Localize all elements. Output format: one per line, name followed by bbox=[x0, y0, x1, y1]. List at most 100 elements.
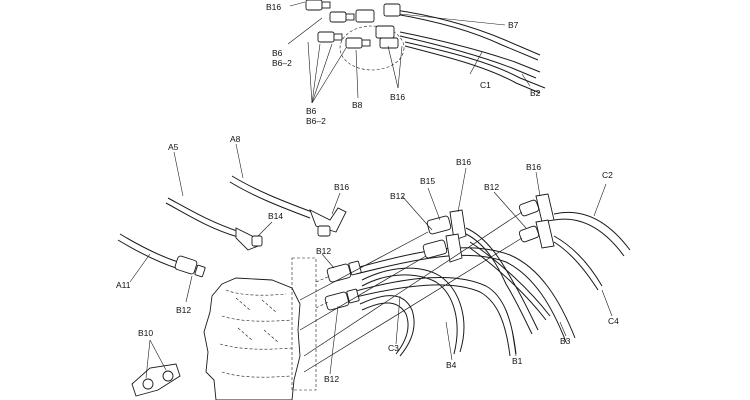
fitting-6 bbox=[375, 25, 395, 39]
leader-b12-c bbox=[185, 275, 193, 303]
leader-b6-b4 bbox=[311, 47, 347, 104]
label-b14: B14 bbox=[268, 211, 283, 221]
top-dashed-outline bbox=[339, 25, 405, 71]
leader-a5 bbox=[173, 151, 184, 197]
valve-dash-2 bbox=[221, 315, 293, 322]
label-c3: C3 bbox=[388, 343, 399, 353]
hose-b7-lower bbox=[394, 13, 539, 61]
hose-b2-upper bbox=[404, 41, 546, 89]
elbow-b15-body bbox=[426, 215, 452, 235]
fitting-b12-lower bbox=[324, 288, 360, 311]
elbow-b15 bbox=[426, 209, 467, 241]
leader-a11 bbox=[129, 253, 151, 283]
hose-c2-b bbox=[553, 218, 625, 257]
fitting-7 bbox=[383, 3, 401, 17]
label-b2: B2 bbox=[530, 88, 541, 98]
fitting-b12-lower-body bbox=[324, 291, 350, 311]
bracket-bolt-2 bbox=[162, 370, 174, 382]
fitting-2 bbox=[329, 11, 347, 23]
hose-a11-upper bbox=[119, 233, 179, 263]
hose-c4-b bbox=[553, 241, 599, 291]
bracket-b10 bbox=[131, 339, 181, 397]
conn-dash-1 bbox=[315, 275, 331, 283]
valve-port-outline bbox=[291, 257, 317, 391]
bracket-plate bbox=[131, 363, 181, 397]
fitting-b12-upper-body bbox=[326, 263, 352, 283]
label-b16-a: B16 bbox=[334, 182, 349, 192]
fitting-a11-nut bbox=[194, 264, 206, 278]
label-b8: B8 bbox=[352, 100, 363, 110]
label-b7: B7 bbox=[508, 20, 519, 30]
leader-c4 bbox=[601, 289, 613, 317]
leader-b6-b1 bbox=[307, 41, 313, 104]
label-b6-a: B6 bbox=[272, 48, 283, 58]
hose-a8-upper bbox=[231, 175, 313, 213]
hose-c1-upper bbox=[399, 31, 541, 73]
conn-line-2 bbox=[299, 255, 427, 331]
conn-line-1 bbox=[299, 231, 429, 301]
leader-b12-b bbox=[493, 191, 527, 229]
control-valve-block bbox=[203, 257, 317, 400]
leader-b16-b bbox=[457, 167, 467, 213]
hose-c1-lower bbox=[399, 35, 537, 79]
leader-b7 bbox=[399, 13, 506, 26]
leader-b12-d bbox=[321, 253, 335, 269]
elbow-b12-right-lower-body bbox=[518, 225, 540, 243]
leader-b12-a bbox=[401, 195, 433, 231]
leader-b6-b2 bbox=[311, 43, 321, 104]
conn-line-3 bbox=[303, 211, 523, 357]
label-b3: B3 bbox=[560, 336, 571, 346]
leader-b2 bbox=[521, 73, 531, 87]
label-a5: A5 bbox=[168, 142, 179, 152]
hose-b15-a bbox=[469, 241, 551, 317]
elbow-b14-nut bbox=[251, 235, 263, 247]
right-hose-fan bbox=[299, 167, 631, 375]
leader-b6-b3 bbox=[311, 43, 333, 104]
label-b16-c: B16 bbox=[526, 162, 541, 172]
leader-b6-a bbox=[287, 17, 323, 45]
valve-dash-3 bbox=[219, 343, 293, 350]
label-b15: B15 bbox=[420, 176, 435, 186]
elbow-b16-a8-nut bbox=[317, 225, 331, 237]
label-b12-a: B12 bbox=[390, 191, 405, 201]
hose-c3-b bbox=[361, 302, 409, 355]
fitting-1 bbox=[305, 0, 323, 11]
hose-b4-b bbox=[361, 274, 458, 355]
label-b6-2-a: B6–2 bbox=[272, 58, 292, 68]
label-b16-mid: B16 bbox=[390, 92, 405, 102]
leader-b3 bbox=[559, 321, 567, 337]
hose-c2-a bbox=[553, 211, 631, 251]
hose-b16c-a bbox=[465, 227, 539, 331]
label-a8: A8 bbox=[230, 134, 241, 144]
leader-c3 bbox=[395, 295, 401, 345]
elbow-b12-center bbox=[422, 233, 463, 263]
leader-b12-e bbox=[329, 305, 339, 375]
bracket-bolt-1 bbox=[142, 378, 154, 390]
leader-b15 bbox=[427, 187, 441, 221]
hose-a5-upper bbox=[167, 197, 241, 233]
hose-b2-lower bbox=[404, 45, 541, 94]
label-c1: C1 bbox=[480, 80, 491, 90]
label-b12-c: B12 bbox=[176, 305, 191, 315]
leader-b16-top bbox=[289, 1, 306, 7]
leader-b16-c bbox=[535, 171, 541, 197]
hose-b1-a bbox=[351, 276, 517, 355]
conn-dash-2 bbox=[315, 301, 329, 309]
leader-a8 bbox=[235, 143, 244, 179]
elbow-b12-center-bend bbox=[445, 233, 463, 263]
leader-b4 bbox=[445, 321, 453, 361]
leader-b10-a bbox=[145, 339, 151, 379]
hose-b15-b bbox=[469, 247, 547, 321]
elbow-b12-right-lower-bend bbox=[535, 219, 555, 249]
fitting-3 bbox=[317, 31, 335, 43]
fitting-a11 bbox=[174, 255, 198, 275]
elbow-b16-right-upper-bend bbox=[535, 193, 555, 223]
hose-c3-a bbox=[359, 295, 415, 357]
valve-dash-4 bbox=[221, 371, 291, 378]
leader-b16-mid-a bbox=[387, 45, 399, 89]
leader-c1 bbox=[469, 51, 483, 75]
elbow-b16-right-upper-body bbox=[518, 199, 540, 217]
hose-b16c-b bbox=[465, 233, 533, 335]
leader-b10-b bbox=[149, 339, 167, 371]
